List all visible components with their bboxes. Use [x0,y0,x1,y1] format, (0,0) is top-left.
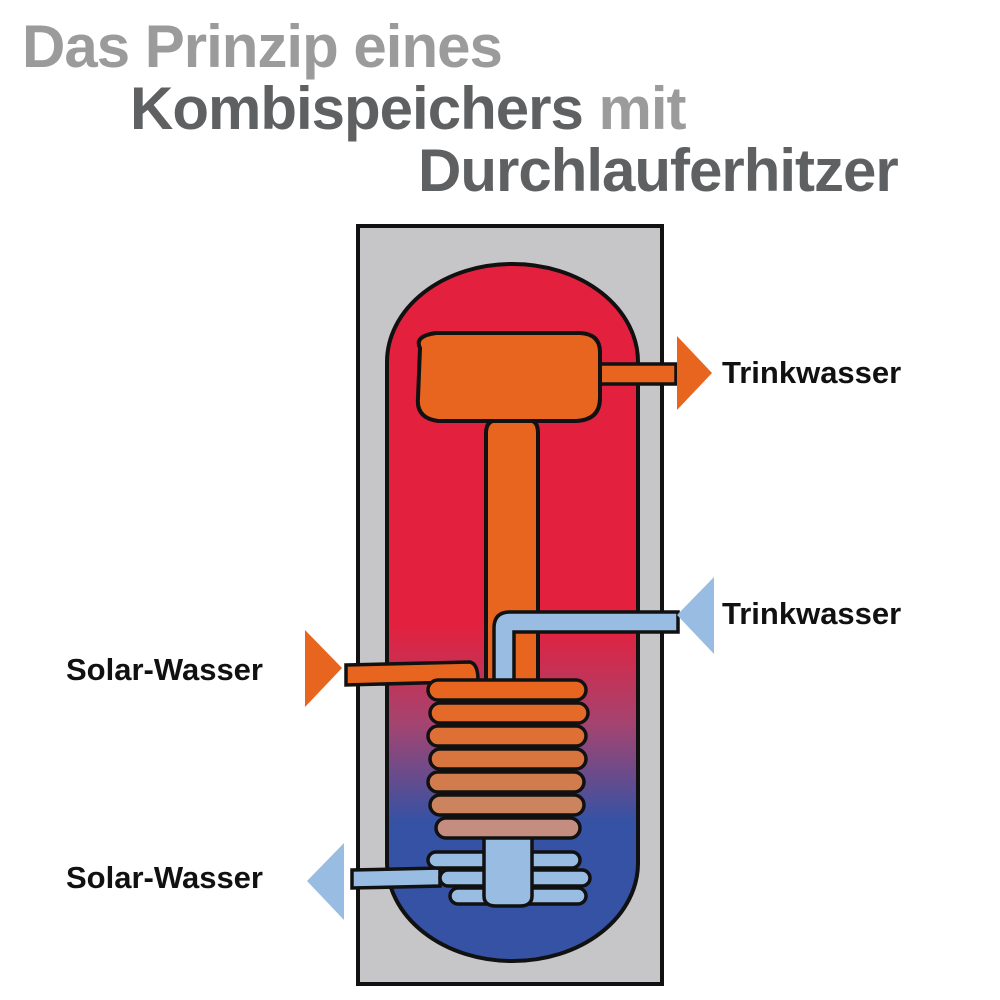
solar-outlet-pipe [350,866,442,890]
label-drinking-water-out: Trinkwasser [722,355,902,390]
drinking-water-in-arrow [677,577,714,654]
title-line-2-main: Kombispeichers [130,75,584,142]
drinking-water-out-arrow [677,336,712,410]
solar-water-out-arrow [307,843,344,920]
label-solar-water-out: Solar-Wasser [66,860,263,895]
hot-water-collector-head [415,331,602,423]
heat-exchanger-coil [426,678,590,840]
label-drinking-water-in: Trinkwasser [722,596,902,631]
cold-water-inlet-pipe [492,610,680,692]
solar-water-in-arrow [305,630,342,707]
title-line-3: Durchlauferhitzer [418,137,899,204]
title-line-1: Das Prinzip eines [22,13,503,80]
hot-water-outlet-pipe [588,362,678,386]
label-solar-water-in: Solar-Wasser [66,652,263,687]
title-line-2: Kombispeichers mit [130,79,687,139]
title-line-2-suffix: mit [598,75,687,142]
